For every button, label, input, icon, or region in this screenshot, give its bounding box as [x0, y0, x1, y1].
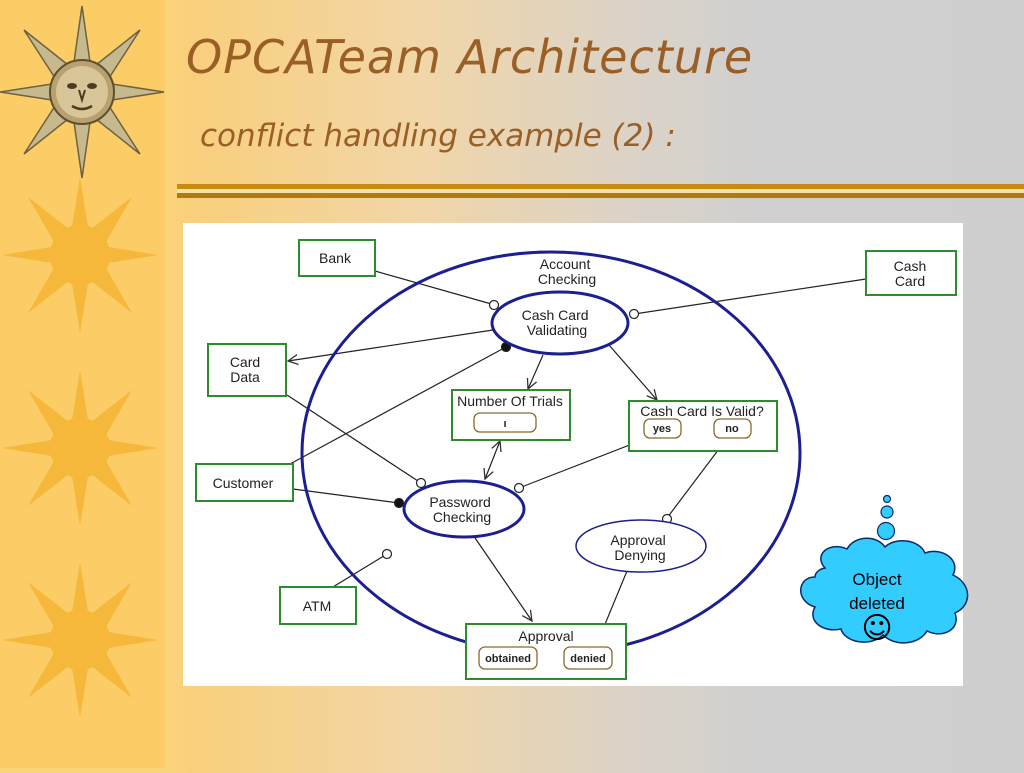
thought-bubble-large [876, 521, 896, 541]
process-approval-denying-label-2: Denying [614, 547, 665, 563]
process-approval-denying-label-1: Approval [610, 532, 665, 548]
process-approval-denying[interactable] [575, 519, 707, 573]
object-atm[interactable] [279, 586, 357, 625]
link-validating-isvalid [608, 344, 657, 400]
decorative-sidebar [0, 0, 165, 768]
thought-cloud [800, 494, 969, 644]
object-bank[interactable] [298, 239, 376, 277]
link-yes-password [518, 438, 646, 489]
process-cash-card-validating-label-2: Validating [527, 322, 587, 338]
svg-text:Account Checking: Account Checking [538, 256, 596, 287]
svg-text:Cash Card Validating: Cash Card Validating [522, 307, 593, 338]
process-password-checking[interactable] [402, 479, 526, 539]
state-no[interactable] [713, 418, 752, 439]
svg-text:Password Checking: Password Checking [429, 494, 494, 525]
thought-bubble-small [882, 494, 892, 504]
link-endpoints [381, 299, 673, 560]
object-cash-card-label-2: Card [895, 273, 925, 289]
object-cash-card-is-valid-label: Cash Card Is Valid? [640, 403, 764, 419]
state-obtained-label: obtained [485, 653, 531, 665]
link-bank-cash-card-validating [374, 270, 496, 306]
callout-text-line-2: deleted [849, 594, 905, 613]
process-password-checking-label-2: Checking [433, 509, 491, 525]
object-atm-label: ATM [303, 598, 332, 614]
callout-text-line-1: Object [852, 570, 902, 589]
sun-decorations [0, 5, 165, 718]
link-customer-password-checking [292, 488, 400, 504]
link-password-approval [472, 534, 532, 621]
link-customer-cash-card-validating [289, 346, 507, 465]
process-cash-card-validating-label-1: Cash Card [522, 307, 589, 323]
sun-icon [2, 370, 158, 526]
slide-subtitle: conflict handling example (2) : [200, 118, 676, 154]
link-cash-card-validating [633, 278, 867, 315]
object-customer[interactable] [195, 463, 294, 502]
cloud-shape [800, 537, 969, 644]
state-denied[interactable] [563, 646, 613, 670]
object-bank-label: Bank [319, 250, 352, 266]
object-number-of-trials-label: Number Of Trials [457, 393, 563, 409]
state-yes-label: yes [653, 423, 671, 435]
diagram-panel: Account Checking Cash Card Validating Pa… [183, 223, 963, 686]
metallic-sun-icon [0, 5, 165, 179]
object-cash-card-label-1: Cash [894, 258, 927, 274]
process-account-checking-label-1: Account [540, 256, 591, 272]
object-card-data[interactable] [207, 343, 287, 397]
smiley-icon: ☺ [861, 611, 893, 646]
diagram-links [287, 270, 867, 646]
sun-icon [2, 177, 158, 333]
state-trials-value-label: ı [503, 418, 506, 430]
object-customer-label: Customer [213, 475, 274, 491]
callout-text: Object deleted [818, 568, 936, 616]
object-approval-label: Approval [518, 628, 573, 644]
link-card-data [288, 329, 494, 361]
state-denied-label: denied [570, 653, 605, 665]
state-obtained[interactable] [478, 646, 538, 670]
object-card-data-label-1: Card [230, 354, 260, 370]
title-divider [177, 184, 1024, 198]
object-card-data-label-2: Data [230, 369, 260, 385]
link-trials-password [485, 441, 500, 479]
thought-bubble-medium [880, 505, 894, 519]
process-cash-card-validating[interactable] [490, 290, 630, 356]
link-no-approval-denying [666, 440, 726, 519]
link-validating-trials [528, 354, 544, 389]
state-trials-value[interactable] [473, 412, 537, 433]
object-cash-card[interactable] [865, 250, 957, 296]
link-atm-account-checking [327, 553, 388, 591]
state-no-label: no [725, 423, 739, 435]
sun-icon [2, 562, 158, 718]
opm-diagram: Account Checking Cash Card Validating Pa… [195, 239, 957, 680]
state-yes[interactable] [643, 418, 682, 439]
process-password-checking-label-1: Password [429, 494, 490, 510]
slide-title: OPCATeam Architecture [186, 30, 754, 84]
svg-text:Approval Denying: Approval Denying [610, 532, 669, 563]
process-account-checking-label-2: Checking [538, 271, 596, 287]
